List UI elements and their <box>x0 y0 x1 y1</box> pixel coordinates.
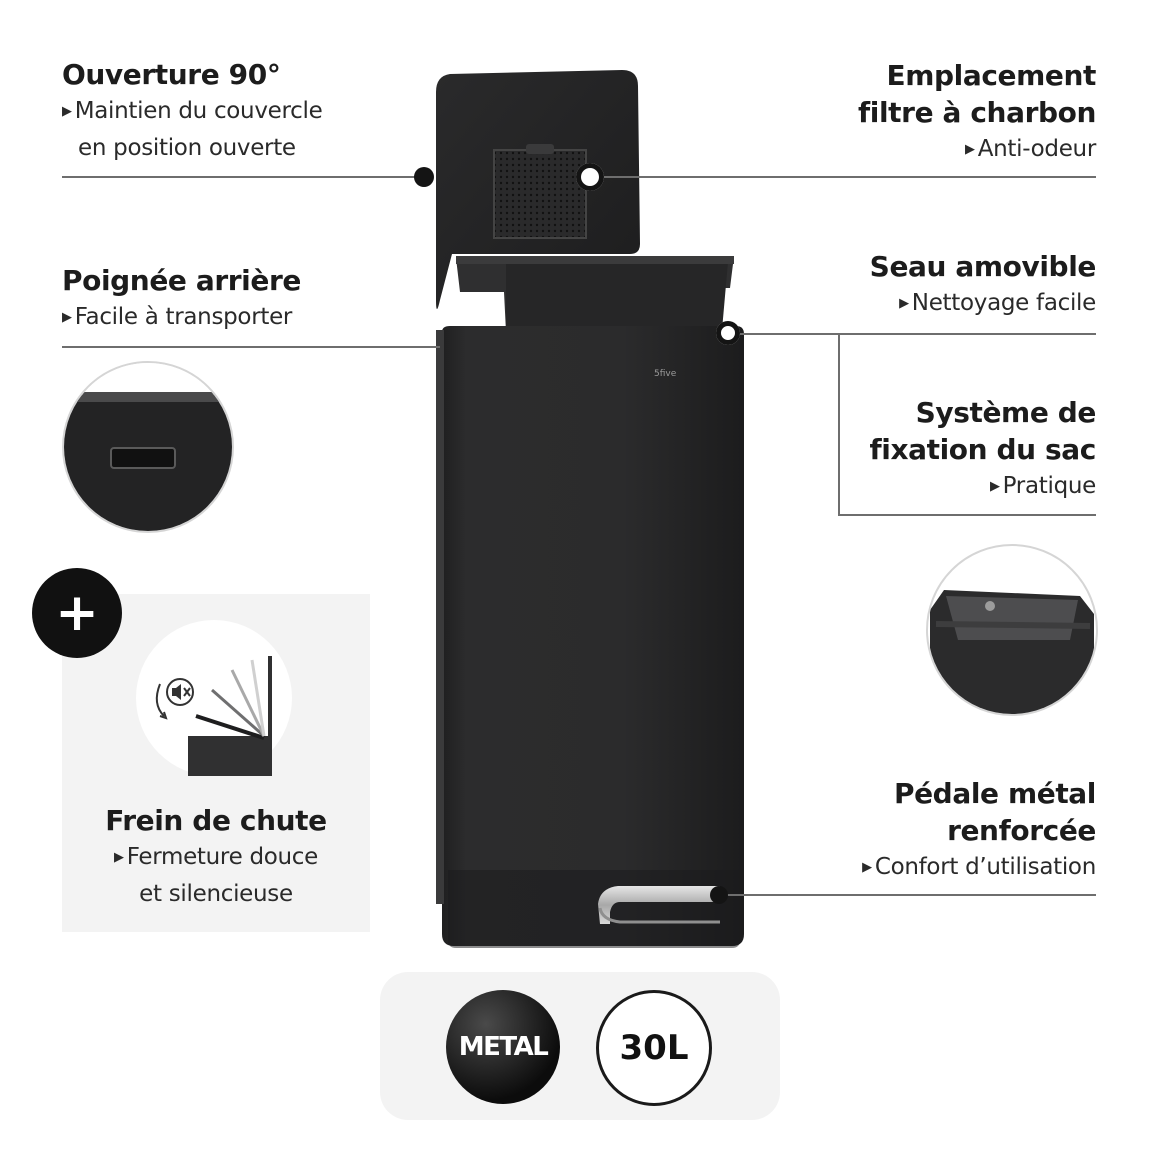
connector-dot-opening <box>414 167 434 187</box>
connector-dot-pedal <box>710 886 728 904</box>
callout-handle-sub: ▶Facile à transporter <box>62 299 301 336</box>
triangle-right-icon: ▶ <box>62 310 72 325</box>
connector-handle <box>62 346 440 348</box>
inner-bucket <box>456 256 734 332</box>
callout-pedal: Pédale métal renforcée ▶Confort d’utilis… <box>862 775 1096 886</box>
capacity-badge-label: 30L <box>619 1028 689 1068</box>
callout-bucket-sub: ▶Nettoyage facile <box>870 285 1096 322</box>
connector-pedal <box>718 894 1096 896</box>
triangle-right-icon: ▶ <box>899 296 909 311</box>
callout-bag: Système de fixation du sac ▶Pratique <box>869 394 1096 505</box>
softclose-title: Frein de chute <box>105 804 327 837</box>
metal-pedal[interactable] <box>598 886 720 924</box>
callout-opening: Ouverture 90° ▶Maintien du couvercle en … <box>62 56 323 167</box>
callout-bag-title2: fixation du sac <box>869 433 1096 466</box>
open-lid <box>436 70 640 309</box>
callout-filter: Emplacement filtre à charbon ▶Anti-odeur <box>858 57 1096 168</box>
connector-dot-filter <box>576 163 604 191</box>
callout-bag-sub: ▶Pratique <box>869 468 1096 505</box>
triangle-right-icon: ▶ <box>114 850 124 865</box>
callout-filter-sub: ▶Anti-odeur <box>858 131 1096 168</box>
badge-bar <box>380 972 780 1120</box>
plus-badge: + <box>32 568 122 658</box>
connector-bag <box>838 514 1096 516</box>
callout-handle-title: Poignée arrière <box>62 264 301 297</box>
callout-opening-title: Ouverture 90° <box>62 58 281 91</box>
callout-pedal-title1: Pédale métal <box>893 777 1096 810</box>
connector-filter <box>590 176 1096 178</box>
connector-opening <box>62 176 424 178</box>
callout-filter-title1: Emplacement <box>886 59 1096 92</box>
plus-icon: + <box>55 583 99 643</box>
callout-bucket-title: Seau amovible <box>869 250 1097 283</box>
triangle-right-icon: ▶ <box>964 142 975 157</box>
rear-handle-closeup <box>62 361 234 533</box>
softclose-line1: ▶Fermeture douce <box>62 839 370 876</box>
callout-bag-title1: Système de <box>915 396 1097 429</box>
callout-opening-line1: ▶Maintien du couvercle <box>62 93 323 130</box>
triangle-right-icon: ▶ <box>62 104 72 119</box>
handle-slot <box>110 447 176 469</box>
connector-dot-bucket <box>716 321 740 345</box>
mute-speaker-icon <box>155 678 194 720</box>
connector-bag-vertical <box>838 333 840 515</box>
triangle-right-icon: ▶ <box>989 479 1000 494</box>
callout-handle: Poignée arrière ▶Facile à transporter <box>62 262 301 336</box>
soft-close-illustration <box>136 620 292 776</box>
triangle-right-icon: ▶ <box>862 860 872 875</box>
bin-body: 5five <box>436 326 744 948</box>
material-badge-label: METAL <box>458 1032 549 1062</box>
capacity-badge: 30L <box>596 990 712 1106</box>
brand-mark: 5five <box>654 369 677 379</box>
charcoal-filter-slot <box>493 149 587 239</box>
callout-opening-line2: en position ouverte <box>78 135 296 161</box>
material-badge: METAL <box>446 990 560 1104</box>
callout-pedal-title2: renforcée <box>947 814 1096 847</box>
callout-filter-title2: filtre à charbon <box>858 96 1096 129</box>
callout-bucket: Seau amovible ▶Nettoyage facile <box>869 248 1097 322</box>
bag-fixation-closeup <box>926 544 1098 716</box>
softclose-text: Frein de chute ▶Fermeture douce et silen… <box>62 802 370 913</box>
softclose-line2: et silencieuse <box>139 881 293 907</box>
connector-bucket <box>728 333 1096 335</box>
callout-pedal-sub: ▶Confort d’utilisation <box>862 849 1096 886</box>
